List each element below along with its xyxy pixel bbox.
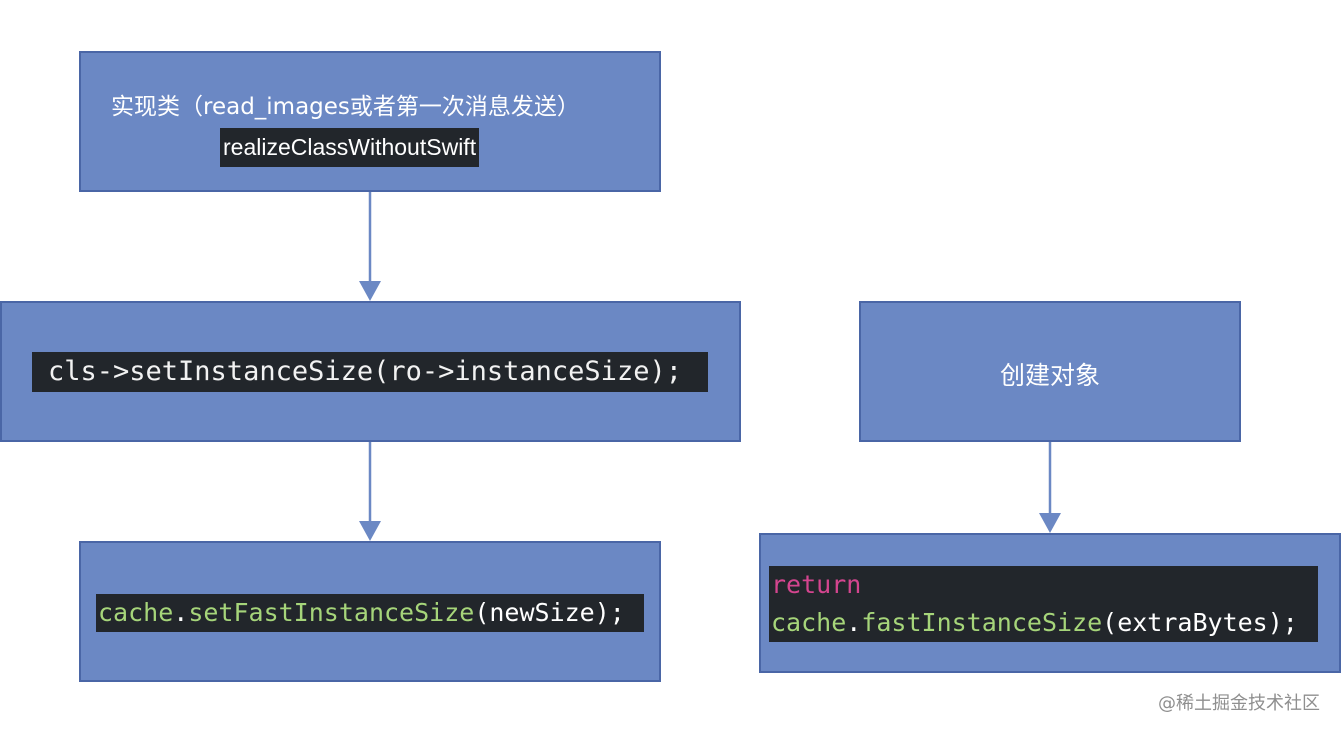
code-keyword: return [771,570,862,599]
node-realize-class-code: realizeClassWithoutSwift [220,128,480,167]
node-realize-class [79,51,661,192]
node-create-object [859,301,1241,442]
code-line-1: return [771,566,1318,604]
watermark: @稀土掘金技术社区 [1158,693,1320,714]
code-dot: . [846,608,862,637]
edge-realize-to-set-instance-size [359,192,381,301]
code-method: setFastInstanceSize [188,598,475,627]
edge-set-instance-size-to-set-fast-instance-size [359,442,381,541]
code-method: fastInstanceSize [861,608,1103,637]
node-set-instance-size-code: cls->setInstanceSize(ro->instanceSize); [32,352,708,392]
code-object: cache [98,598,174,627]
code-line-2: cache.fastInstanceSize(extraBytes); [771,604,1318,642]
code-args: (newSize); [474,598,625,627]
node-fast-instance-size-code: return cache.fastInstanceSize(extraBytes)… [769,566,1318,642]
code-dot: . [173,598,189,627]
node-create-object-label: 创建对象 [999,361,1100,390]
node-set-fast-instance-size-code: cache.setFastInstanceSize(newSize); [96,594,644,632]
edge-create-object-to-fast-instance-size [1039,442,1061,533]
code-args: (extraBytes); [1102,608,1298,637]
code-object: cache [771,608,847,637]
node-realize-class-title: 实现类（read_images或者第一次消息发送） [111,94,580,120]
